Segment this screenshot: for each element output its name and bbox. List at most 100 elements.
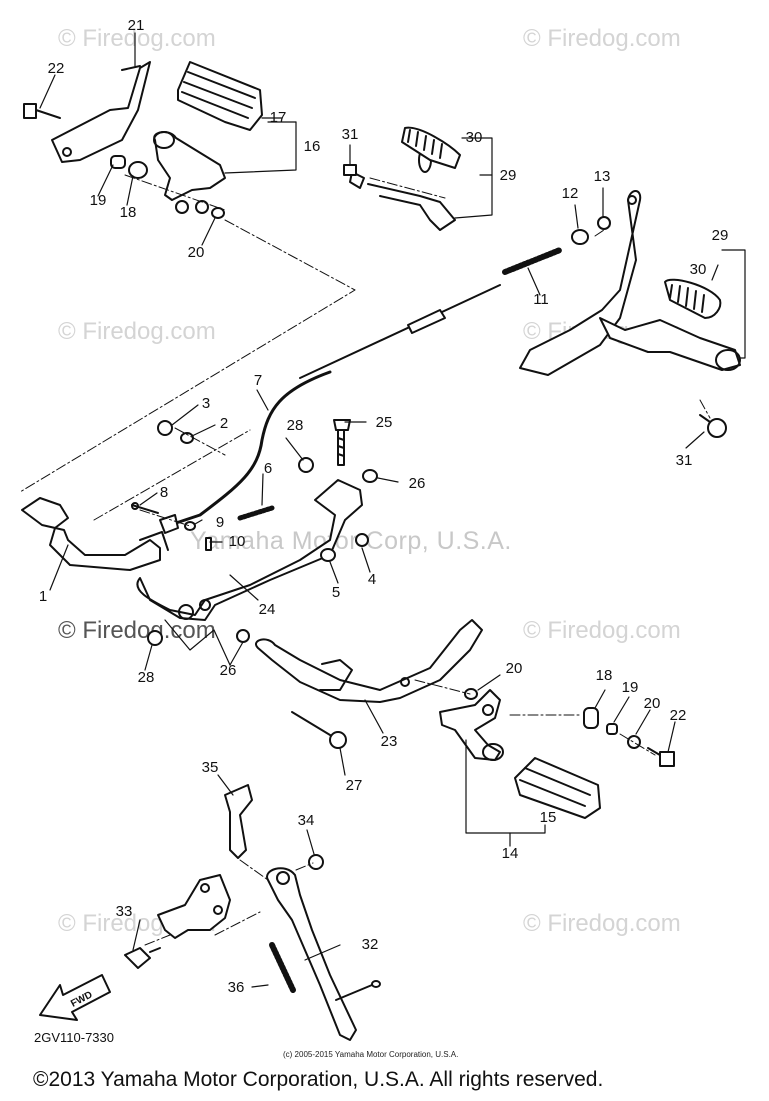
callout-1: 1: [39, 588, 47, 605]
nut-26-lower: [236, 629, 250, 643]
callout-30: 30: [466, 129, 483, 146]
callout-8: 8: [160, 484, 168, 501]
collar-18-left: [128, 161, 148, 179]
bolt-4: [355, 533, 369, 547]
callout-26: 26: [409, 475, 426, 492]
spring-19-left: [110, 155, 126, 169]
callout-18: 18: [596, 667, 613, 684]
watermark: © Firedog.com: [523, 910, 681, 937]
callout-20: 20: [188, 244, 205, 261]
bolt-22-left: [23, 103, 61, 119]
callout-36: 36: [228, 979, 245, 996]
spring-6: [237, 505, 275, 521]
right-footrest-bracket: [519, 190, 642, 376]
callout-34: 34: [298, 812, 315, 829]
nut-28-lower: [147, 630, 163, 646]
switch-25: [333, 419, 351, 466]
spring-19-lower: [606, 723, 618, 735]
callout-5: 5: [332, 584, 340, 601]
watermark: © Firedog.com: [58, 25, 216, 52]
bolt-31-right: [699, 414, 727, 438]
callout-3: 3: [202, 395, 210, 412]
bolt-27: [291, 711, 347, 749]
bolt-8: [131, 502, 159, 514]
callout-24: 24: [259, 601, 276, 618]
callout-31: 31: [676, 452, 693, 469]
leader-lines: [39, 32, 746, 988]
nut-26-upper: [362, 469, 378, 483]
callout-12: 12: [562, 185, 579, 202]
fwd-arrow: [39, 974, 111, 1021]
callout-26: 26: [220, 662, 237, 679]
spring-36: [269, 942, 296, 993]
callout-22: 22: [670, 707, 687, 724]
callout-7: 7: [254, 372, 262, 389]
left-footrest-bracket: [51, 61, 151, 163]
diagram-code: 2GV110-7330: [34, 1030, 114, 1045]
callout-32: 32: [362, 936, 379, 953]
small-copyright: (c) 2005-2015 Yamaha Motor Corporation, …: [283, 1050, 459, 1059]
lower-footrest-rubber: [514, 757, 601, 819]
nut-13: [597, 216, 611, 230]
callout-15: 15: [540, 809, 557, 826]
callout-27: 27: [346, 777, 363, 794]
callout-33: 33: [116, 903, 133, 920]
brake-rod: [299, 284, 501, 379]
washer-9: [184, 521, 196, 531]
callout-30: 30: [690, 261, 707, 278]
callout-25: 25: [376, 414, 393, 431]
brake-pedal: [21, 497, 169, 571]
bolt-22-lower: [647, 747, 675, 767]
watermark: © Firedog.com: [58, 318, 216, 345]
left-footrest-peg: [153, 131, 226, 214]
watermark: © Firedog.com: [58, 617, 216, 644]
sidestand-bracket: [157, 874, 231, 939]
bracket-23: [255, 619, 483, 703]
collar-18-lower: [583, 707, 599, 729]
passenger-footrest-left: [349, 126, 461, 231]
callout-20: 20: [506, 660, 523, 677]
callout-35: 35: [202, 759, 219, 776]
callout-29: 29: [712, 227, 729, 244]
callout-28: 28: [287, 417, 304, 434]
callout-18: 18: [120, 204, 137, 221]
callout-16: 16: [304, 138, 321, 155]
brake-cable: [159, 370, 332, 534]
callout-31: 31: [342, 126, 359, 143]
collar-12: [571, 229, 589, 245]
nut-3: [157, 420, 173, 436]
callout-22: 22: [48, 60, 65, 77]
washer-20-lower-b: [627, 735, 641, 749]
nut-28-upper: [298, 457, 314, 473]
callout-10: 10: [229, 533, 246, 550]
sidestand-32: [266, 867, 381, 1041]
bracket-35: [224, 784, 253, 859]
nut-34: [308, 854, 324, 870]
alignment-lines: [19, 174, 711, 946]
callout-13: 13: [594, 168, 611, 185]
callout-4: 4: [368, 571, 376, 588]
bracket-24: [136, 479, 363, 621]
callout-19: 19: [622, 679, 639, 696]
callout-9: 9: [216, 514, 224, 531]
callout-21: 21: [128, 17, 145, 34]
right-footrest-rubber: [664, 278, 722, 319]
left-footrest-rubber: [177, 61, 263, 131]
washer-20-lower-a: [464, 688, 478, 700]
watermark: © Firedog.com: [523, 617, 681, 644]
callout-6: 6: [264, 460, 272, 477]
callout-11: 11: [533, 291, 549, 308]
callout-23: 23: [381, 733, 398, 750]
corp-watermark: Yamaha Motor Corp, U.S.A.: [190, 527, 512, 555]
spring-11: [502, 247, 563, 275]
callout-29: 29: [500, 167, 517, 184]
pin-10: [205, 537, 212, 551]
right-footrest-peg: [599, 317, 741, 371]
nut-5: [320, 548, 336, 562]
lower-footrest-peg: [439, 689, 504, 761]
callout-28: 28: [138, 669, 155, 686]
bolt-31-left: [343, 164, 357, 176]
callout-19: 19: [90, 192, 107, 209]
